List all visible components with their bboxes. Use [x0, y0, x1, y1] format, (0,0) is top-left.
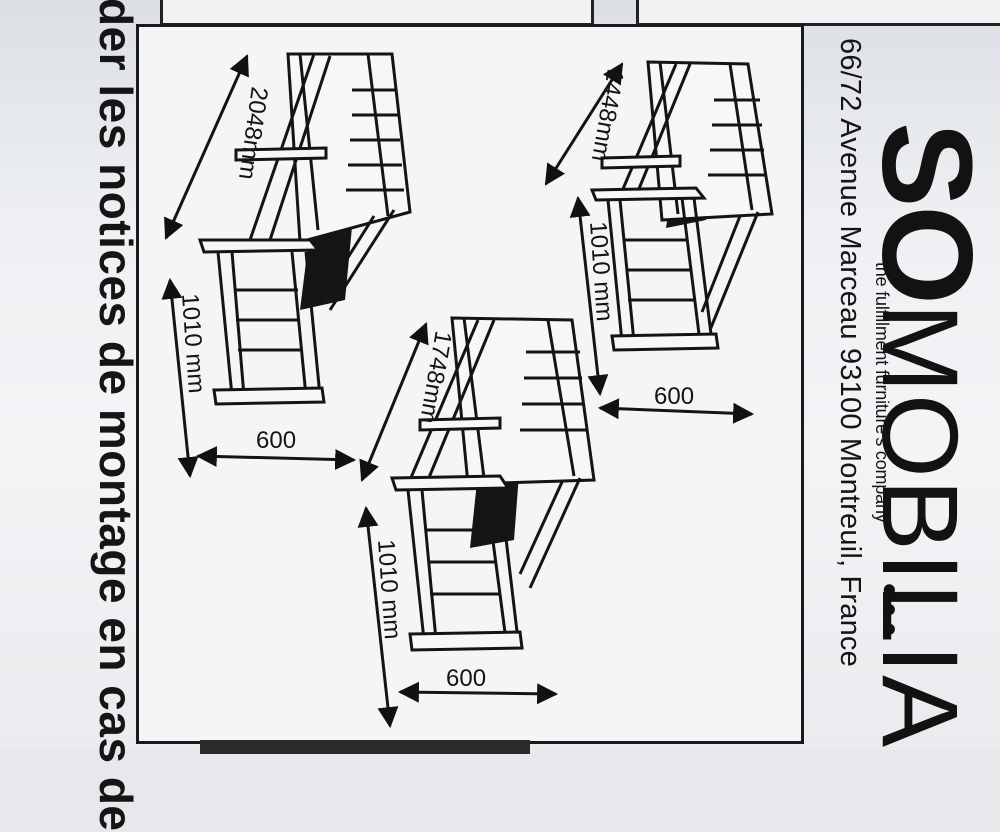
top-right-box — [636, 0, 1000, 26]
rack-2-length-label: 1448mm — [586, 67, 629, 164]
rack-1-length-label: 2048mm — [233, 85, 273, 181]
rack-1-width-label: 600 — [256, 427, 296, 454]
rack-drawings: 2048mm 1010 mm 600 1448mm 1010 mm 600 — [161, 52, 774, 729]
rack-1 — [161, 52, 412, 479]
rack-3-height-label: 1010 mm — [372, 539, 406, 641]
rack-2 — [544, 60, 774, 424]
rack-3 — [357, 316, 596, 729]
rack-2-width-label: 600 — [654, 383, 694, 410]
rack-3-length-label: 1748mm — [414, 329, 457, 426]
rack-3-width-label: 600 — [446, 665, 486, 692]
